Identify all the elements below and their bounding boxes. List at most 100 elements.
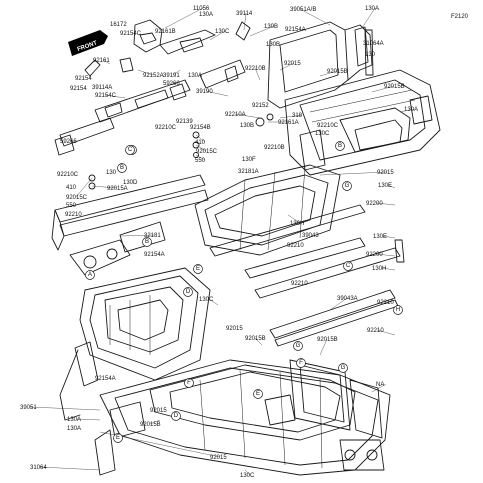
callout-markers: ABCABDEBCGHDGEFFEG — [85, 141, 403, 443]
main-chassis — [94, 359, 391, 476]
callout-f: F — [184, 378, 194, 388]
callout-letter: C — [128, 147, 133, 153]
part-number-label: 92015B — [327, 69, 348, 75]
part-number-label: 11056 — [193, 6, 210, 12]
leader-line — [299, 8, 331, 26]
part-number-label: 92210 — [367, 328, 384, 334]
part-number-label: 39114 — [236, 11, 253, 17]
part-number-label: 130 — [106, 170, 117, 176]
part-number-label: 92015 — [226, 326, 243, 332]
leader-line — [149, 419, 161, 425]
part-number-label: 410 — [66, 185, 77, 191]
part-number-label: 92210C — [57, 172, 79, 178]
callout-letter: F — [299, 360, 303, 366]
part-number-label: 92154A — [285, 27, 306, 33]
callout-b: B — [142, 237, 152, 247]
leader-line — [382, 235, 396, 239]
part-number-label: 92161 — [93, 58, 110, 64]
part-number-label: 92161A — [278, 120, 299, 126]
part-number-label: 550 — [195, 158, 206, 164]
part-number-label: 130D — [123, 180, 138, 186]
callout-circle — [113, 433, 123, 443]
leader-line — [91, 185, 118, 189]
callout-letter: C — [346, 263, 351, 269]
callout-circle — [171, 411, 181, 421]
part-number-label: 318 — [292, 113, 303, 119]
leader-line — [209, 30, 226, 41]
part-number-label: 130B — [266, 42, 280, 48]
part-number-label: 92210 — [65, 212, 82, 218]
part-number-label: 130A — [404, 107, 418, 113]
callout-e: E — [193, 264, 203, 274]
part-number-label: 92210 — [287, 243, 304, 249]
callout-circle — [293, 341, 303, 351]
part-number-label: 16172 — [110, 22, 127, 28]
callout-c: C — [125, 145, 135, 155]
part-number-label: 130A — [199, 12, 213, 18]
leader-line — [319, 70, 338, 77]
leader-line — [375, 253, 396, 257]
leader-line — [371, 383, 387, 393]
callout-circle — [125, 145, 135, 155]
callout-letter: D — [174, 413, 179, 419]
part-number-label: 130C — [315, 131, 330, 137]
leader-line — [279, 114, 303, 119]
part-number-label: 92154A — [144, 252, 165, 258]
part-number-label: 92210B — [245, 66, 266, 72]
leader-line — [75, 177, 93, 198]
part-number-label: 92154B — [190, 125, 211, 131]
part-number-label: 59266 — [163, 81, 180, 87]
part-number-label: 92200 — [366, 201, 383, 207]
part-number-label: 92210C — [155, 125, 177, 131]
part-number-label: 92154A — [95, 376, 116, 382]
leader-line — [375, 202, 396, 206]
leader-line — [319, 171, 388, 176]
leader-line — [195, 144, 207, 152]
part-number-label: 130A — [67, 417, 81, 423]
leader-line — [137, 69, 154, 76]
part-number-label: 130B — [264, 24, 278, 30]
callout-circle — [393, 305, 403, 315]
callout-g: G — [338, 363, 348, 373]
steering-assembly — [54, 19, 274, 190]
part-number-label: 130B — [240, 123, 254, 129]
leader-line — [279, 62, 295, 71]
part-number-label: 92015 — [150, 408, 167, 414]
leader-line — [249, 25, 275, 37]
callout-b: B — [335, 141, 345, 151]
part-number-label: 39114A — [92, 85, 112, 91]
part-number-label: 92015B — [384, 84, 405, 90]
callout-circle — [343, 261, 353, 271]
leader-line — [195, 154, 206, 161]
leader-line — [205, 90, 229, 97]
part-number-label: 39043 — [302, 233, 319, 239]
part-number-label: 32181A — [238, 169, 259, 175]
callout-letter: G — [345, 183, 350, 189]
part-number-label: 92015 — [284, 61, 301, 67]
leader-line — [208, 298, 219, 306]
callout-letter: H — [396, 307, 400, 313]
part-number-label: 92152 — [252, 103, 269, 109]
part-number-label: NA — [376, 382, 384, 388]
part-number-label: 92015 — [210, 455, 227, 461]
callout-e: E — [253, 389, 263, 399]
callout-d: D — [171, 411, 181, 421]
callout-letter: B — [338, 143, 342, 149]
callout-letter: F — [187, 380, 191, 386]
part-number-label: 92154C — [120, 31, 142, 37]
part-number-label: 92154 — [75, 76, 92, 82]
leader-line — [76, 418, 101, 421]
bed-frame-upper — [267, 21, 441, 176]
part-number-label: 130C — [240, 473, 255, 479]
part-number-label: 92015C — [66, 195, 88, 201]
part-number-label: 92015 — [377, 170, 394, 176]
leader-line — [243, 12, 247, 31]
callout-circle — [184, 378, 194, 388]
callout-letter: E — [116, 435, 120, 441]
callout-letter: D — [186, 289, 191, 295]
part-number-label: 39191 — [163, 73, 180, 79]
leader-line — [329, 297, 348, 311]
part-number-label: 92161B — [155, 29, 176, 35]
